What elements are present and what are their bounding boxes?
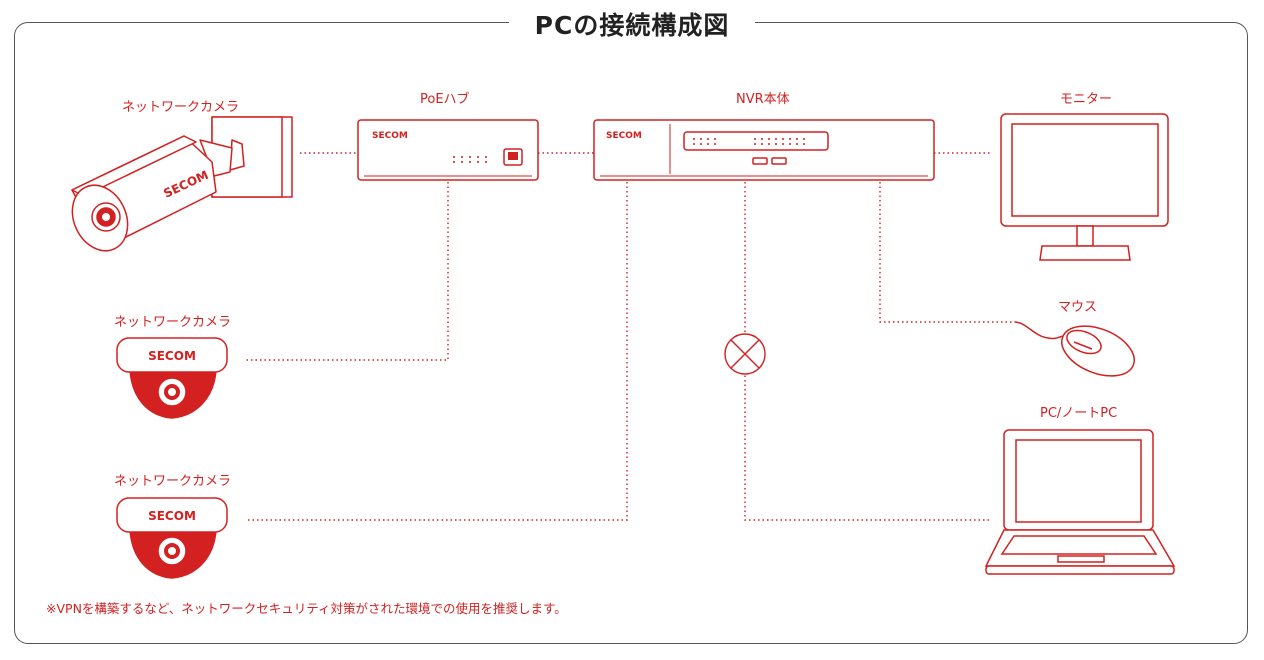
pc-label: PC/ノートPC — [1040, 406, 1118, 421]
poe-hub-label: PoEハブ — [420, 92, 470, 107]
dome-camera-2-icon: SECOM — [116, 497, 228, 579]
footnote: ※VPNを構築するなど、ネットワークセキュリティ対策がされた環境での使用を推奨し… — [46, 601, 567, 616]
dome-camera-2-label: ネットワークカメラ — [114, 474, 232, 489]
not-connected-icon — [724, 333, 766, 375]
diagram-title: PCの接続構成図 — [508, 11, 756, 40]
dome-camera-1-brand: SECOM — [148, 349, 196, 363]
diagram-title-wrap: PCの接続構成図 — [0, 6, 1264, 42]
nvr-label: NVR本体 — [736, 92, 790, 107]
mouse-label: マウス — [1058, 300, 1098, 315]
dome-camera-2-brand: SECOM — [148, 509, 196, 523]
link-nvr-to-pc — [744, 182, 992, 521]
mouse-icon — [1015, 321, 1135, 377]
link-nvr-to-dome2 — [246, 182, 628, 521]
poe-hub-brand: SECOM — [372, 131, 408, 141]
monitor-icon — [1000, 113, 1169, 261]
connection-lines — [246, 152, 1016, 521]
dome-camera-1-icon: SECOM — [116, 337, 228, 419]
laptop-icon — [984, 429, 1176, 575]
bullet-camera-icon: SECOM — [71, 116, 293, 252]
link-hub-to-dome1 — [246, 182, 449, 361]
nvr-brand: SECOM — [606, 131, 642, 141]
monitor-label: モニター — [1060, 92, 1113, 107]
bullet-camera-label: ネットワークカメラ — [122, 100, 240, 115]
dome-camera-1-label: ネットワークカメラ — [114, 315, 232, 330]
nvr-icon: SECOM — [593, 119, 935, 181]
poe-hub-icon: SECOM — [357, 119, 539, 181]
link-nvr-to-mouse — [879, 182, 1016, 323]
